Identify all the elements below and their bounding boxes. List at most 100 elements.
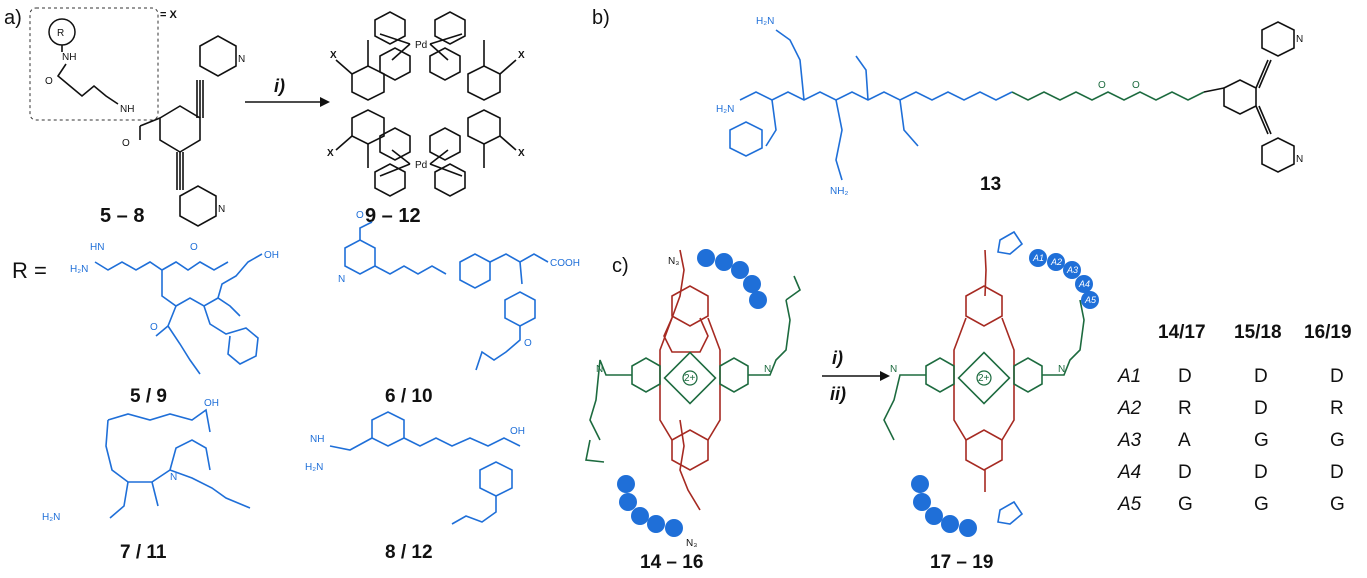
r-circle-label: R — [57, 28, 64, 39]
ligand-range-label: 5 – 8 — [100, 205, 144, 227]
cell-a1-2: D — [1254, 366, 1268, 387]
o-label-2: O — [122, 138, 130, 149]
panel-c-label: c) — [612, 255, 629, 277]
sequence-table: 14/17 15/18 16/19 A1 D D D A2 R D R A3 A… — [1117, 322, 1352, 515]
pd-label-top: Pd — [415, 40, 427, 51]
r-group-6-10: O N COOH O — [338, 210, 580, 371]
pyridine-n-bottom: N — [218, 204, 225, 215]
r812-nh: NH — [310, 434, 324, 445]
cell-a5-2: G — [1254, 494, 1269, 515]
linker-chain — [56, 45, 119, 105]
cage-x-3: X — [518, 50, 525, 61]
b-nh2: NH₂ — [830, 186, 848, 197]
x-equals-label: = X — [160, 9, 177, 21]
pyridine-top — [199, 35, 237, 77]
r711-h2n: H₂N — [42, 512, 60, 523]
panel-a-label: a) — [4, 7, 22, 29]
row-label-a2: A2 — [1117, 398, 1142, 419]
row-label-a3: A3 — [1117, 430, 1142, 451]
b-o-1: O — [1098, 80, 1106, 91]
cell-a3-3: G — [1330, 430, 1345, 451]
bead-chain-product-top — [1029, 249, 1099, 309]
bead-label-a4: A4 — [1078, 279, 1090, 289]
b-pyr-n-1: N — [1296, 34, 1303, 45]
pyridine-bottom — [179, 185, 217, 227]
reaction-arrowhead-a — [320, 97, 330, 107]
cell-a5-3: G — [1330, 494, 1345, 515]
r-group-7-11: OH H₂N N — [42, 398, 251, 523]
o-label-1: O — [45, 76, 53, 87]
r812-h2n: H₂N — [305, 462, 323, 473]
r-label-6-10: 6 / 10 — [385, 386, 433, 407]
r711-oh: OH — [204, 398, 219, 409]
bead-label-a1: A1 — [1032, 253, 1044, 263]
reaction-arrowhead-c — [880, 371, 890, 381]
b-pyr-n-2: N — [1296, 154, 1303, 165]
compound-13-structure: H₂N H₂N NH₂ O O N N — [716, 16, 1303, 197]
start-charge: 2+ — [684, 373, 696, 384]
table-header-3: 16/19 — [1304, 322, 1352, 343]
row-label-a5: A5 — [1117, 494, 1142, 515]
product-range-label: 17 – 19 — [930, 552, 993, 573]
rotaxane-product: 2+ N N — [883, 230, 1085, 525]
row-label-a4: A4 — [1117, 462, 1141, 483]
alkyne-bottom — [176, 152, 184, 190]
pd-label-bottom: Pd — [415, 160, 427, 171]
r59-hn: HN — [90, 242, 104, 253]
r610-n: N — [338, 274, 345, 285]
cage-x-1: X — [330, 50, 337, 61]
nh-label-2: NH — [120, 104, 134, 115]
ligand-benzene — [159, 105, 201, 153]
r610-cooh: COOH — [550, 258, 580, 269]
bead-label-a3: A3 — [1066, 265, 1078, 275]
rotaxane-start: 2+ N N N₃ N₃ — [585, 249, 801, 549]
r812-oh: OH — [510, 426, 525, 437]
cell-a5-1: G — [1178, 494, 1193, 515]
bead-chain-product-bottom — [911, 475, 977, 537]
panel-b-label: b) — [592, 7, 610, 29]
alkyne-top — [196, 80, 204, 118]
start-n3-bottom: N₃ — [686, 538, 697, 549]
cell-a1-1: D — [1178, 366, 1192, 387]
cage-x-2: X — [327, 148, 334, 159]
bead-label-a2: A2 — [1050, 257, 1062, 267]
nh-label-1: NH — [62, 52, 76, 63]
cell-a4-1: D — [1178, 462, 1192, 483]
r711-n: N — [170, 472, 177, 483]
row-label-a1: A1 — [1117, 366, 1141, 387]
arrow-label-a: i) — [274, 76, 285, 96]
b-o-2: O — [1132, 80, 1140, 91]
start-n3-top: N₃ — [668, 256, 679, 267]
r-group-5-9: HN H₂N O OH O — [70, 242, 279, 375]
step1-label: i) — [832, 348, 843, 368]
cage-x-4: X — [518, 148, 525, 159]
r-label-7-11: 7 / 11 — [120, 542, 167, 563]
b-h2n-2: H₂N — [756, 16, 774, 27]
r59-o2: O — [150, 322, 158, 333]
b-h2n-1: H₂N — [716, 104, 734, 115]
start-range-label: 14 – 16 — [640, 552, 703, 573]
product-charge: 2+ — [978, 373, 990, 384]
product-n-2: N — [1058, 364, 1065, 375]
start-n-1: N — [596, 364, 603, 375]
r-label-8-12: 8 / 12 — [385, 542, 433, 563]
compound-13-label: 13 — [980, 174, 1001, 195]
product-n-1: N — [890, 364, 897, 375]
cell-a3-2: G — [1254, 430, 1269, 451]
r-group-8-12: NH H₂N OH — [305, 411, 525, 525]
pd-cage: Pd Pd X X X X — [327, 11, 525, 197]
table-header-2: 15/18 — [1234, 322, 1282, 343]
r59-o1: O — [190, 242, 198, 253]
amide-bond — [139, 117, 161, 140]
pyridine-n-top: N — [238, 54, 245, 65]
cell-a4-2: D — [1254, 462, 1268, 483]
cage-range-label: 9 – 12 — [365, 205, 421, 227]
cell-a2-1: R — [1178, 398, 1192, 419]
r59-h2n: H₂N — [70, 264, 88, 275]
r-equals-label: R = — [12, 258, 47, 283]
bead-chain-start-top — [697, 249, 767, 309]
r610-o2: O — [524, 338, 532, 349]
bead-chain-start-bottom — [617, 475, 683, 537]
